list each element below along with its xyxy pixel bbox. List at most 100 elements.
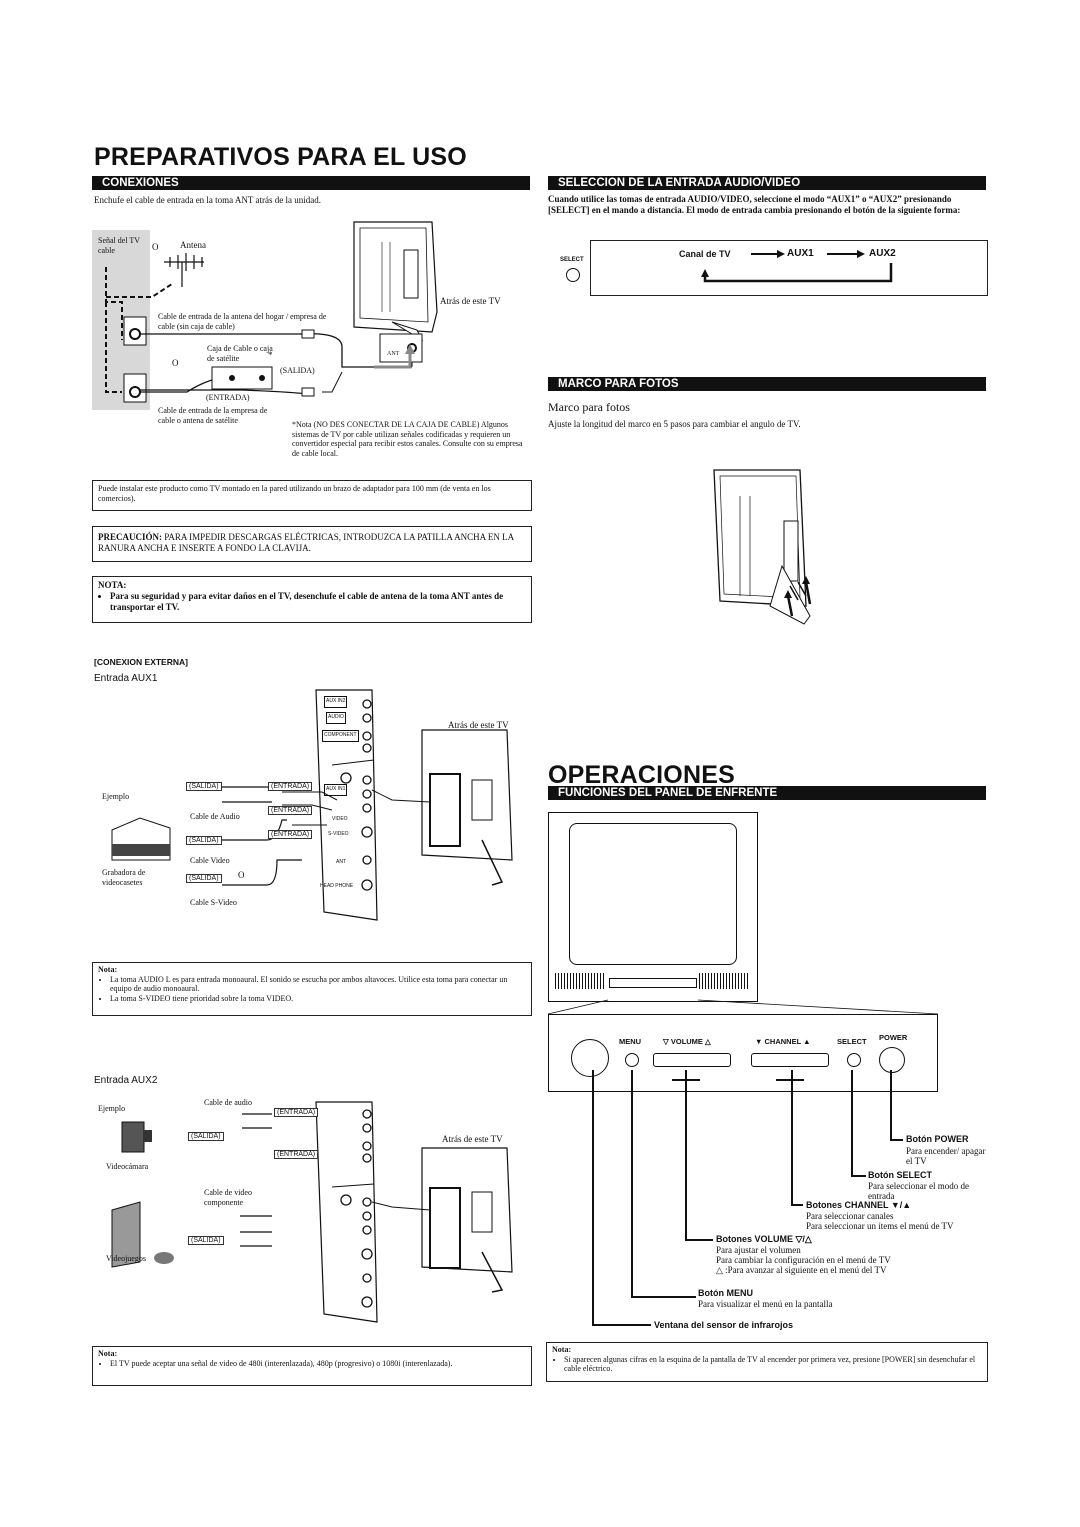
- channel-buttons[interactable]: [751, 1053, 829, 1067]
- externa-title: [CONEXION EXTERNA]: [94, 657, 188, 667]
- aux2-cable-audio: Cable de audio: [204, 1098, 252, 1107]
- callout-channel-desc-1: Para seleccionar canales: [806, 1211, 894, 1221]
- ir-sensor-window: [571, 1039, 609, 1077]
- nota3-box: Nota: El TV puede aceptar una señal de v…: [92, 1346, 532, 1386]
- page-title: PREPARATIVOS PARA EL USO: [94, 143, 467, 171]
- seleccion-text: Cuando utilice las tomas de entrada AUDI…: [548, 194, 961, 215]
- precaucion-label: PRECAUCIÓN:: [98, 532, 162, 542]
- nota3-item: El TV puede aceptar una señal de video d…: [110, 1359, 526, 1369]
- salida-label: (SALIDA): [280, 366, 315, 375]
- aux1-ejemplo: Ejemplo: [102, 792, 130, 801]
- tv-button-strip: [609, 978, 697, 988]
- callout-lines: [592, 1070, 903, 1326]
- o-label-2: O: [172, 358, 179, 368]
- aux1-lines: [111, 689, 513, 921]
- menu-button[interactable]: [625, 1053, 639, 1067]
- aux2-atras-label: Atrás de este TV: [442, 1134, 503, 1144]
- callout-select-title: Botón SELECT: [868, 1170, 932, 1180]
- panel-aux2-label: AUX IN2: [324, 696, 348, 708]
- tv-speaker-left: [555, 973, 605, 989]
- senal-label: Señal del TV cable: [98, 236, 140, 255]
- aux2-ejemplo: Ejemplo: [98, 1104, 126, 1113]
- callout-menu-title: Botón MENU: [698, 1288, 753, 1298]
- volume-buttons[interactable]: [653, 1053, 731, 1067]
- tv-screen: [569, 823, 737, 965]
- select-button-label: SELECT: [560, 257, 584, 263]
- callout-power-title: Botón POWER: [906, 1134, 969, 1144]
- aux1-entrada-2: (ENTRADA): [268, 806, 313, 815]
- seleccion-arrows: [701, 250, 893, 283]
- nota1-item: Para su seguridad y para evitar daños en…: [110, 591, 526, 613]
- select-button-icon: [566, 268, 580, 282]
- panel-component-label: COMPONENT: [322, 730, 359, 742]
- panel-headphone-label: HEAD PHONE: [320, 883, 354, 889]
- atras-label: Atrás de este TV: [440, 296, 501, 306]
- aux1-cable-video: Cable Video: [190, 856, 230, 865]
- videocamara-label: Videocámara: [106, 1162, 149, 1171]
- panel-select-label[interactable]: SELECT: [837, 1037, 867, 1046]
- aux2-entrada-2: (ENTRADA): [274, 1150, 319, 1159]
- aux1-atras-label: Atrás de este TV: [448, 720, 509, 730]
- videojuegos-label: Videojuegos: [106, 1254, 146, 1263]
- callout-volume-desc-2: Para cambiar la configuración en el menú…: [716, 1255, 891, 1265]
- callout-select-desc: Para seleccionar el modo de entrada: [868, 1181, 969, 1201]
- callout-channel-desc-2: Para seleccionar un ítems el menú de TV: [806, 1221, 954, 1231]
- panel-volume-label[interactable]: ▽ VOLUME △: [663, 1037, 711, 1046]
- panel-svideo-label: S-VIDEO: [328, 831, 349, 837]
- aux2-salida-2: (SALIDA): [188, 1236, 224, 1245]
- nota1-box: NOTA: Para su seguridad y para evitar da…: [92, 576, 532, 623]
- cable-empresa-label: Cable de entrada de la empresa de cable …: [158, 406, 268, 425]
- aux2-title: Entrada AUX2: [94, 1075, 158, 1086]
- aux1-diagram: AUX IN2 AUDIO COMPONENT AUX IN1 VIDEO S-…: [92, 689, 532, 950]
- nota2-item-2: La toma S-VIDEO tiene prioridad sobre la…: [110, 994, 526, 1004]
- callout-volume-title: Botones VOLUME ▽/△: [716, 1234, 812, 1244]
- grabadora-label: Grabadora de videocasetes: [102, 868, 146, 887]
- externa-aux1: Entrada AUX1: [94, 673, 158, 684]
- aux2-diagram: Ejemplo Cable de audio (ENTRADA) (SALIDA…: [92, 1092, 532, 1332]
- o-label-1: O: [152, 242, 159, 252]
- caja-label: Caja de Cable o caja de satélite: [207, 344, 273, 363]
- section-header-marco: MARCO PARA FOTOS: [548, 377, 986, 391]
- nota1-label: NOTA:: [98, 580, 127, 590]
- panel-video-label: VIDEO: [332, 816, 348, 822]
- zoom-lines: [547, 999, 939, 1015]
- callout-menu-desc: Para visualizar el menú en la pantalla: [698, 1299, 833, 1309]
- panel-ant-label: ANT: [336, 859, 346, 865]
- panel-channel-label[interactable]: ▼ CHANNEL ▲: [755, 1037, 811, 1046]
- select-button[interactable]: [847, 1053, 861, 1067]
- seleccion-aux2: AUX2: [869, 248, 896, 259]
- section-header-funciones: FUNCIONES DEL PANEL DE ENFRENTE: [548, 786, 986, 800]
- cable-svideo-label: Cable S-Video: [190, 898, 237, 907]
- antenna-diagram: Señal del TV cable O Antena: [92, 221, 532, 472]
- callout-volume-desc-3: △ :Para avanzar al siguiente en el menú …: [716, 1265, 887, 1275]
- aux1-salida-3: (SALIDA): [186, 874, 222, 883]
- conexiones-intro: Enchufe el cable de entrada en la toma A…: [94, 195, 321, 205]
- panel-power-label[interactable]: POWER: [879, 1033, 908, 1042]
- seleccion-diagram: Canal de TV AUX1 AUX2: [590, 240, 988, 296]
- marco-tv-back-illustration: [713, 469, 812, 625]
- antenna-diagram-lines: [105, 221, 438, 403]
- aux1-o: O: [238, 870, 245, 880]
- nota4-item: Si aparecen algunas cifras en la esquina…: [564, 1355, 982, 1374]
- seleccion-canal: Canal de TV: [679, 249, 731, 259]
- nota4-label: Nota:: [552, 1345, 572, 1354]
- tv-front: [548, 812, 758, 1002]
- aux2-salida-1: (SALIDA): [188, 1132, 224, 1141]
- aux1-salida-2: (SALIDA): [186, 836, 222, 845]
- nota4-box: Nota: Si aparecen algunas cifras en la e…: [546, 1342, 988, 1382]
- callout-volume-desc-1: Para ajustar el volumen: [716, 1245, 801, 1255]
- tv-speaker-right: [699, 973, 749, 989]
- callout-power-desc: Para encender/ apagar el TV: [906, 1146, 986, 1166]
- aux1-cable-audio: Cable de Audio: [190, 812, 240, 821]
- panel-aux1-label: AUX IN1: [324, 784, 348, 796]
- nota-caja: *Nota (NO DES CONECTAR DE LA CAJA DE CAB…: [292, 420, 523, 458]
- caja-asterisk: *: [268, 350, 273, 360]
- aux2-cable-video: Cable de video componente: [204, 1188, 252, 1207]
- nota3-label: Nota:: [98, 1349, 118, 1358]
- panel-menu-label[interactable]: MENU: [619, 1037, 642, 1046]
- marco-subtitle: Marco para fotos: [548, 400, 630, 414]
- precaucion-box: PRECAUCIÓN: PARA IMPEDIR DESCARGAS ELÉCT…: [92, 526, 532, 562]
- aux2-lines: [111, 1101, 513, 1323]
- seleccion-aux1: AUX1: [787, 248, 814, 259]
- aux1-entrada-1: (ENTRADA): [268, 782, 313, 791]
